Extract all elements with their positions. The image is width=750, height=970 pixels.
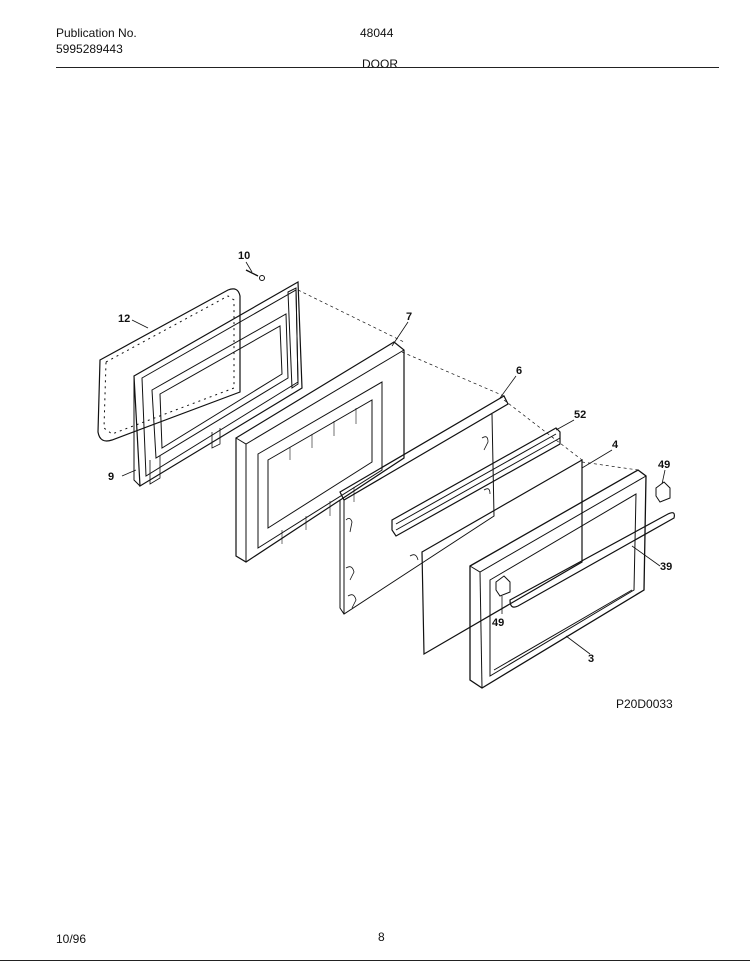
footer-rule — [0, 960, 750, 961]
label-part-52: 52 — [574, 409, 586, 421]
glass-part-4 — [421, 458, 583, 656]
label-part-49-left: 49 — [492, 617, 504, 629]
model-number: 48044 — [360, 26, 394, 40]
label-part-39: 39 — [660, 561, 672, 573]
label-part-4: 4 — [612, 439, 619, 451]
leader-lines — [121, 261, 666, 655]
label-part-10: 10 — [238, 250, 250, 262]
publication-number: 5995289443 — [56, 42, 123, 56]
alignment-lines — [297, 289, 639, 471]
channel-part-52 — [391, 427, 561, 537]
label-part-6: 6 — [516, 365, 522, 377]
label-part-12: 12 — [118, 313, 130, 325]
handle-cap-part-49-left — [495, 575, 511, 597]
publication-label: Publication No. — [56, 26, 137, 40]
label-part-3: 3 — [588, 653, 594, 665]
outer-door-panel-part-7 — [235, 341, 405, 563]
page-number: 8 — [378, 930, 385, 944]
label-part-7: 7 — [406, 311, 412, 323]
header-rule — [56, 67, 719, 68]
inner-liner-part-9 — [133, 280, 303, 488]
screw-part-10 — [245, 269, 265, 281]
gasket-part-12 — [97, 288, 241, 442]
footer-date: 10/96 — [56, 932, 87, 946]
inner-panel-part-6 — [339, 395, 509, 615]
frame-part-3 — [469, 469, 647, 689]
label-part-9: 9 — [108, 471, 114, 483]
diagram-code: P20D0033 — [616, 697, 673, 711]
handle-part-39 — [509, 512, 675, 608]
handle-cap-part-49-right — [655, 481, 671, 503]
label-part-49-right: 49 — [658, 459, 670, 471]
